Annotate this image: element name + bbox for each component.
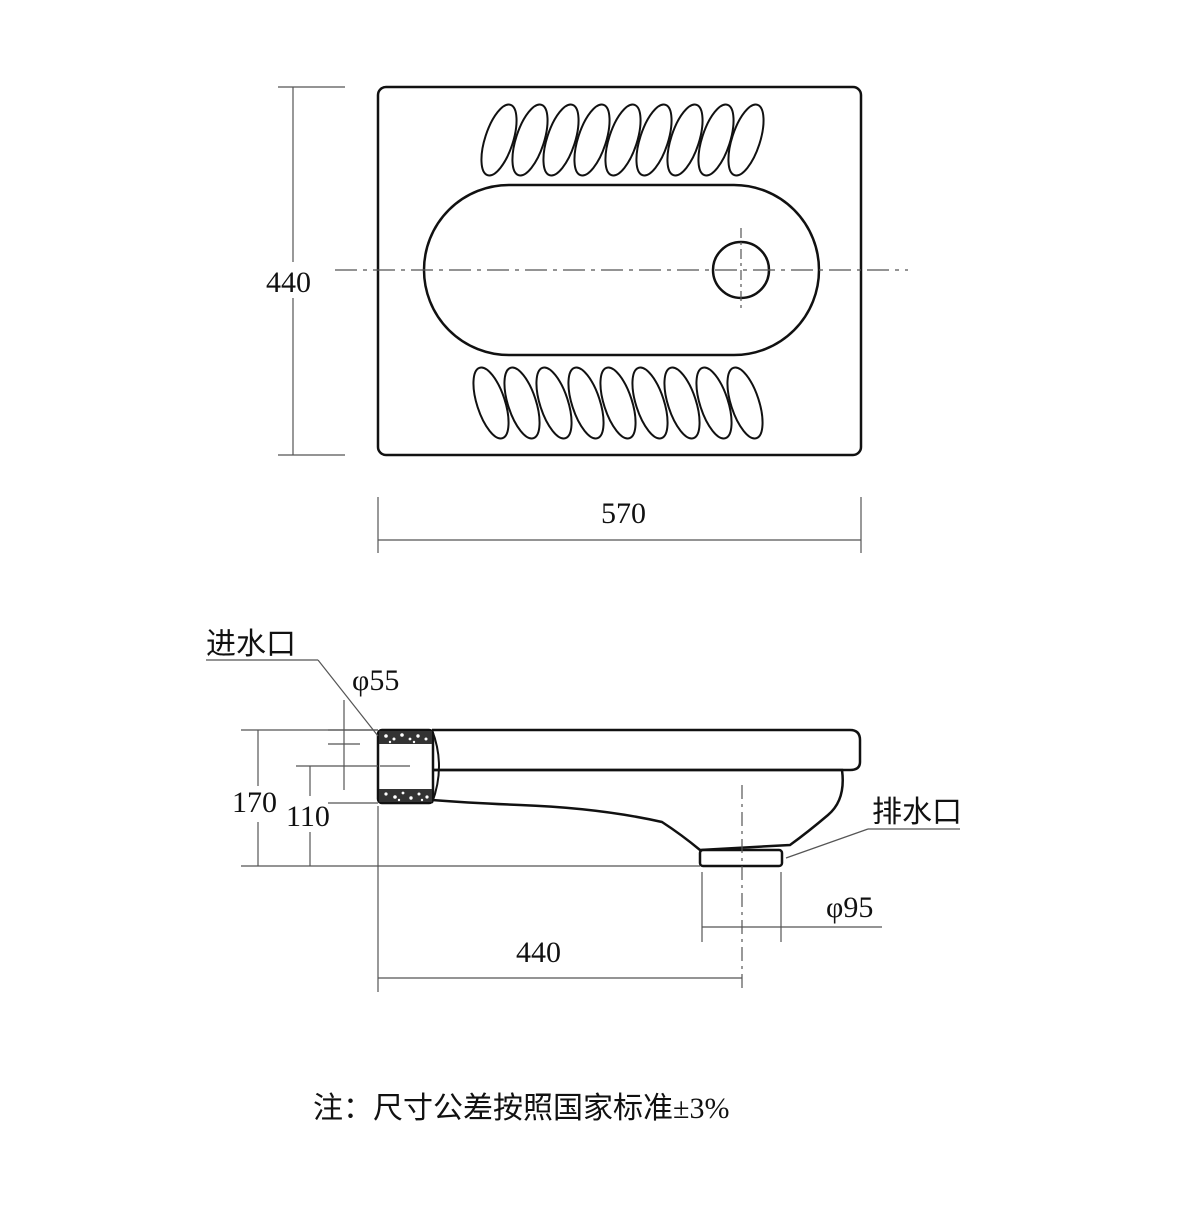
outlet-distance-dimension [377, 806, 742, 992]
side-view: 进水口 φ55 170 110 排水口 [206, 628, 962, 992]
outlet-distance-label: 440 [516, 936, 561, 969]
grip-oval [666, 103, 704, 177]
top-view: 440 570 [266, 85, 908, 553]
inlet-top-band [379, 731, 432, 744]
tolerance-note: 注：尺寸公差按照国家标准±3% [313, 1092, 729, 1125]
top-grip-ovals [480, 103, 765, 177]
grip-oval [480, 103, 518, 177]
grip-oval [727, 103, 765, 177]
height-dimension-label: 440 [266, 266, 311, 299]
inlet-diameter-label: φ55 [352, 664, 399, 697]
outlet-label: 排水口 [872, 796, 962, 829]
bottom-grip-ovals [472, 366, 764, 440]
grip-oval [542, 103, 580, 177]
inlet-pipe [376, 728, 440, 805]
outlet-diameter-label: φ95 [826, 891, 873, 924]
grip-oval [726, 366, 764, 440]
height-dimension [278, 86, 345, 456]
inlet-bottom-band [379, 789, 432, 802]
rim-outline [432, 728, 862, 772]
grip-oval [511, 103, 549, 177]
inlet-pipe-front-curve [431, 729, 440, 804]
speckle-pattern [384, 733, 429, 802]
outlet-leader [785, 828, 960, 859]
inlet-leader [206, 659, 379, 737]
grip-oval [472, 366, 510, 440]
grip-oval [631, 366, 669, 440]
width-dimension [377, 497, 862, 553]
width-dimension-label: 570 [601, 497, 646, 530]
inlet-height-dimension [296, 765, 378, 866]
outlet-diameter-dimension [701, 872, 882, 942]
inlet-diameter-dimension [328, 700, 378, 804]
grip-oval [535, 366, 573, 440]
inlet-height-label: 110 [286, 800, 330, 833]
grip-oval [567, 366, 605, 440]
grip-oval [695, 366, 733, 440]
inlet-label: 进水口 [206, 628, 296, 661]
grip-oval [604, 103, 642, 177]
grip-oval [503, 366, 541, 440]
grip-oval [573, 103, 611, 177]
grip-oval [599, 366, 637, 440]
outlet-spigot [698, 848, 784, 868]
total-height-dimension [241, 729, 700, 867]
grip-oval [663, 366, 701, 440]
top-view-outline [376, 85, 863, 457]
grip-oval [635, 103, 673, 177]
total-height-label: 170 [232, 786, 277, 819]
body-outline [431, 768, 844, 852]
